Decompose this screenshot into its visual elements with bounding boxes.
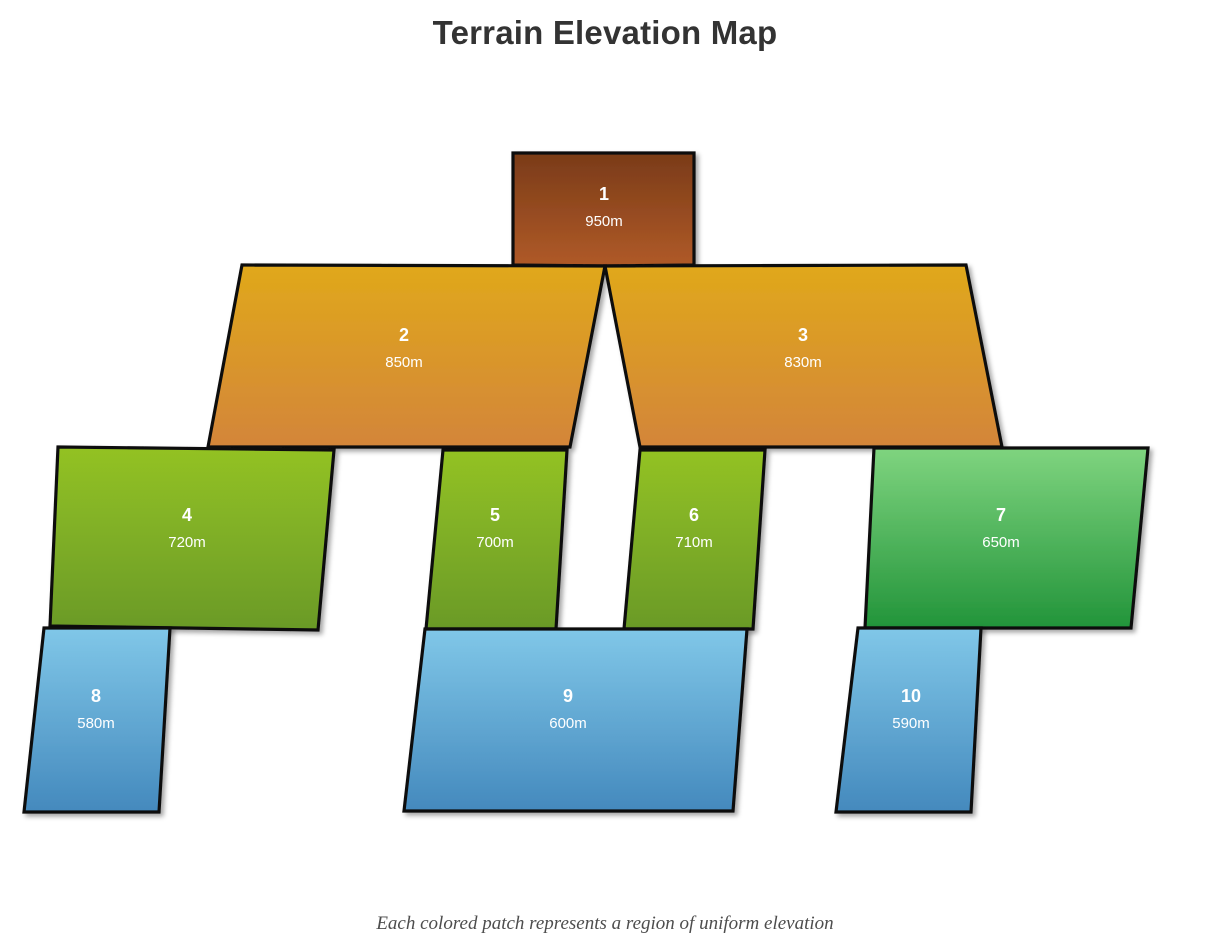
patch-id-label-9: 9 bbox=[563, 686, 573, 706]
patch-elevation-label-6: 710m bbox=[675, 534, 713, 551]
terrain-patch-2[interactable]: 2 850m bbox=[206, 263, 607, 449]
patch-id-label-6: 6 bbox=[689, 505, 699, 525]
patch-polygon-7[interactable] bbox=[863, 446, 1150, 630]
patch-id-label-1: 1 bbox=[599, 184, 609, 204]
patch-id-label-10: 10 bbox=[901, 686, 921, 706]
patch-polygon-1[interactable] bbox=[511, 151, 696, 268]
patch-id-label-5: 5 bbox=[490, 505, 500, 525]
patch-elevation-label-5: 700m bbox=[476, 534, 514, 551]
terrain-patch-3[interactable]: 3 830m bbox=[603, 263, 1004, 449]
terrain-patch-5[interactable]: 5 700m bbox=[424, 448, 569, 631]
patch-elevation-label-8: 580m bbox=[77, 715, 115, 732]
patch-id-label-3: 3 bbox=[798, 325, 808, 345]
terrain-patch-4[interactable]: 4 720m bbox=[48, 445, 336, 632]
patch-layer: 1 950m 2 850m 3 830m 4 720m 5 700m 6 710m 7 650m 8 580m… bbox=[22, 151, 1150, 814]
patch-id-label-8: 8 bbox=[91, 686, 101, 706]
patch-id-label-4: 4 bbox=[182, 505, 192, 525]
patch-elevation-label-3: 830m bbox=[784, 354, 822, 371]
terrain-patch-8[interactable]: 8 580m bbox=[22, 626, 172, 814]
terrain-patch-9[interactable]: 9 600m bbox=[402, 627, 749, 813]
patch-id-label-7: 7 bbox=[996, 505, 1006, 525]
patch-elevation-label-9: 600m bbox=[549, 715, 587, 732]
terrain-patch-7[interactable]: 7 650m bbox=[863, 446, 1150, 630]
map-caption: Each colored patch represents a region o… bbox=[376, 913, 834, 934]
patch-elevation-label-4: 720m bbox=[168, 534, 206, 551]
patch-id-label-2: 2 bbox=[399, 325, 409, 345]
patch-polygon-6[interactable] bbox=[622, 448, 767, 631]
terrain-patch-10[interactable]: 10 590m bbox=[834, 626, 983, 814]
patch-elevation-label-10: 590m bbox=[892, 715, 930, 732]
patch-polygon-2[interactable] bbox=[206, 263, 607, 449]
patch-polygon-8[interactable] bbox=[22, 626, 172, 814]
page-title: Terrain Elevation Map bbox=[432, 14, 778, 51]
patch-polygon-4[interactable] bbox=[48, 445, 336, 632]
patch-elevation-label-1: 950m bbox=[585, 213, 623, 230]
patch-elevation-label-7: 650m bbox=[982, 534, 1020, 551]
patch-elevation-label-2: 850m bbox=[385, 354, 423, 371]
terrain-patch-6[interactable]: 6 710m bbox=[622, 448, 767, 631]
patch-polygon-9[interactable] bbox=[402, 627, 749, 813]
terrain-patch-1[interactable]: 1 950m bbox=[511, 151, 696, 268]
patch-polygon-10[interactable] bbox=[834, 626, 983, 814]
